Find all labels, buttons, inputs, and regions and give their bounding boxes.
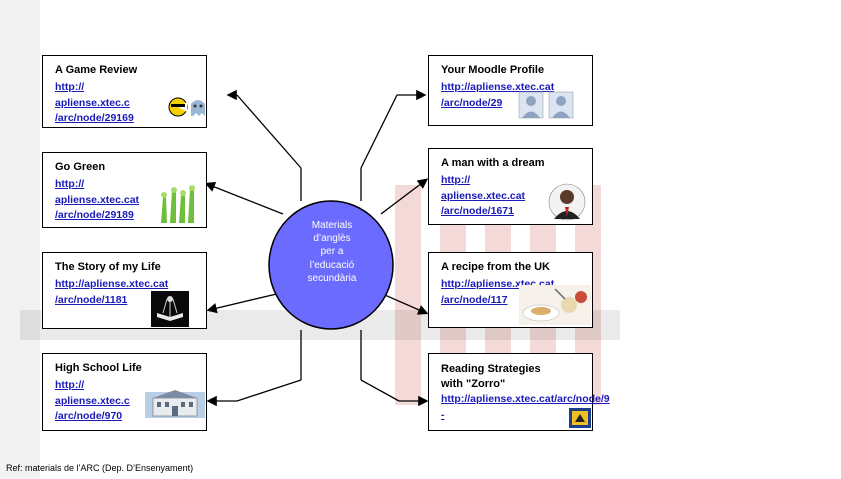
center-line: d’anglès <box>313 233 351 245</box>
green-hands-icon <box>157 185 201 225</box>
box-recipe-uk: A recipe from the UK http://apliense.xte… <box>428 252 593 328</box>
zorro-book-icon <box>569 408 591 428</box>
box-story-of-my-life: The Story of my Life http://apliense.xte… <box>42 252 207 329</box>
pacman-ghost-icon <box>168 97 205 117</box>
box-link[interactable]: http://apliense.xtec.cat /arc/node/117 <box>441 278 555 306</box>
center-line: l’educació <box>309 259 355 271</box>
box-high-school-life: High School Life http:// apliense.xtec.c… <box>42 353 207 431</box>
reference-note: Ref: materials de l’ARC (Dep. D’Ensenyam… <box>6 463 194 473</box>
center-line: per a <box>320 246 344 258</box>
box-man-with-dream: A man with a dream http:// apliense.xtec… <box>428 148 593 225</box>
box-moodle-profile: Your Moodle Profile http://apliense.xtec… <box>428 55 593 126</box>
box-link[interactable]: http://apliense.xtec.cat /arc/node/29 <box>441 81 555 109</box>
box-title: High School Life <box>55 362 142 374</box>
box-title: Go Green <box>55 161 106 173</box>
book-icon <box>151 291 189 327</box>
user-avatars-icon <box>518 91 574 119</box>
center-line: Materials <box>311 220 353 231</box>
box-title: A recipe from the UK <box>441 261 551 273</box>
center-node <box>268 200 394 330</box>
box-go-green: Go Green http:// apliense.xtec.cat /arc/… <box>42 152 207 228</box>
box-link[interactable]: http:// apliense.xtec.cat /arc/node/2918… <box>55 178 140 221</box>
box-title: The Story of my Life <box>55 261 161 273</box>
food-icon <box>519 285 591 325</box>
box-link[interactable]: http://apliense.xtec.cat /arc/node/1181 <box>55 278 169 306</box>
box-game-review: A Game Review http:// apliense.xtec.c /a… <box>42 55 207 128</box>
box-title: Your Moodle Profile <box>441 64 545 76</box>
center-line: secundària <box>307 272 357 284</box>
box-title: A Game Review <box>55 64 138 76</box>
box-link[interactable]: http:// apliense.xtec.cat /arc/node/1671 <box>441 174 526 217</box>
box-title: A man with a dream <box>441 157 545 169</box>
school-building-icon <box>145 390 205 418</box>
box-link[interactable]: http:// apliense.xtec.c /arc/node/970 <box>55 379 130 422</box>
portrait-icon <box>548 183 586 221</box>
box-link[interactable]: http:// apliense.xtec.c /arc/node/29169 <box>55 81 134 124</box>
box-link[interactable]: http://apliense.xtec.cat/arc/node/9 - <box>441 393 610 421</box>
center-label: Materials d’anglès per a l’educació secu… <box>283 219 381 285</box>
